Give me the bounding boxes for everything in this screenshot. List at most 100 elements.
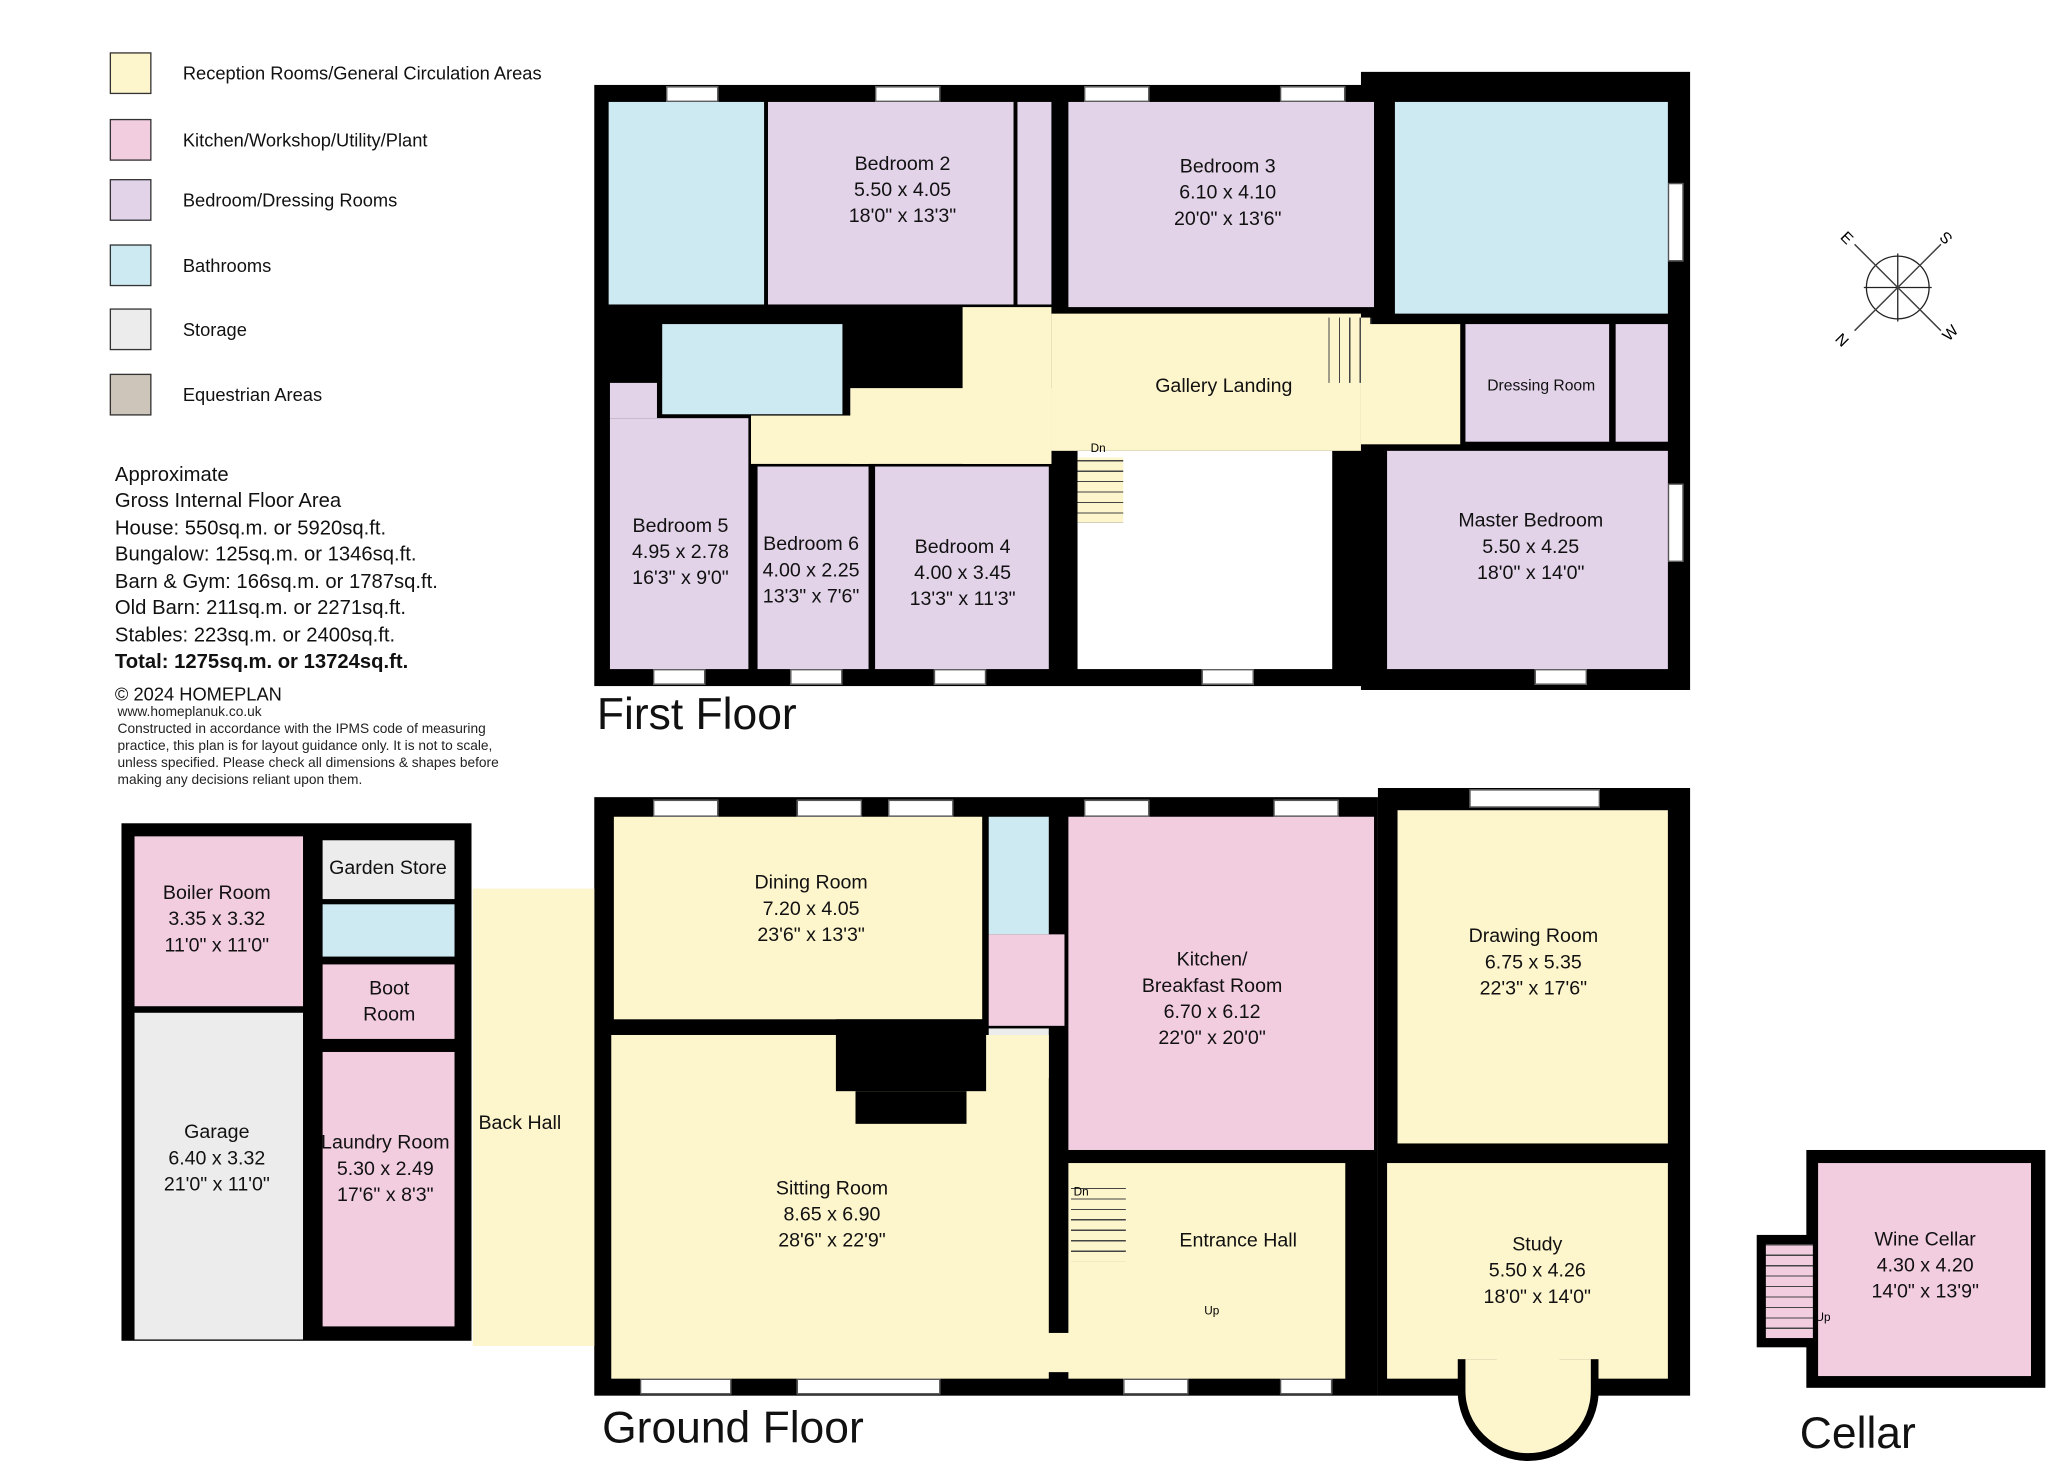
room-label-line: 4.00 x 3.45 xyxy=(914,561,1012,585)
area-heading: Approximate xyxy=(114,463,229,487)
wardrobe xyxy=(1017,101,1052,305)
room-label-line: Bedroom 2 xyxy=(854,152,951,176)
family-bathroom xyxy=(662,324,843,415)
area-heading: Gross Internal Floor Area xyxy=(114,490,342,513)
room-bedroom-2 xyxy=(767,101,1014,305)
compass-icon: E S W N xyxy=(1831,228,1963,351)
room-label-line: 6.40 x 3.32 xyxy=(168,1147,266,1170)
room-label-line: 5.50 x 4.26 xyxy=(1488,1259,1586,1282)
room-label-line: 13'3" x 11'3" xyxy=(909,588,1016,611)
area-barn-gym: Barn & Gym: 166sq.m. or 1787sq.ft. xyxy=(114,571,438,594)
room-label-line: 6.10 x 4.10 xyxy=(1179,181,1277,204)
room-label-line: Bedroom 6 xyxy=(763,533,859,556)
room-label-line: Boiler Room xyxy=(162,882,271,905)
room-label-line: 6.70 x 6.12 xyxy=(1163,1001,1261,1024)
master-bathroom xyxy=(1394,101,1668,314)
room-label-line: Drawing Room xyxy=(1468,925,1599,948)
copyright: © 2024 HOMEPLAN xyxy=(114,683,282,705)
area-house: House: 550sq.m. or 5920sq.ft. xyxy=(114,517,387,540)
staircase xyxy=(1071,1182,1126,1262)
window xyxy=(639,1378,732,1395)
room-garage xyxy=(134,1012,304,1340)
room-label-line: 7.20 x 4.05 xyxy=(762,897,860,920)
website-link[interactable]: www.homeplanuk.co.uk xyxy=(117,704,262,721)
room-bedroom-6 xyxy=(757,466,869,670)
window xyxy=(888,799,954,817)
wardrobe xyxy=(1615,324,1668,442)
room-label-line: Laundry Room xyxy=(321,1131,450,1154)
window xyxy=(1123,1378,1189,1395)
area-old-barn: Old Barn: 211sq.m. or 2271sq.ft. xyxy=(114,597,407,620)
compass-north: N xyxy=(1831,331,1851,351)
room-label-line: 8.65 x 6.90 xyxy=(783,1203,881,1226)
room-label-line: 5.30 x 2.49 xyxy=(336,1157,434,1181)
legend-swatch xyxy=(109,179,152,221)
room-label-line: 5.50 x 4.05 xyxy=(854,179,951,202)
window xyxy=(875,86,941,102)
room-label-line: 3.35 x 3.32 xyxy=(168,908,266,931)
room-label-line: 18'0" x 14'0" xyxy=(1483,1285,1592,1309)
room-master-bedroom xyxy=(1387,450,1668,670)
room-label-line: 21'0" x 11'0" xyxy=(163,1173,270,1196)
stair-down-label: Dn xyxy=(1090,441,1106,455)
ensuite-bathroom xyxy=(608,101,765,305)
rear-lobby xyxy=(988,934,1065,1026)
legend-swatch xyxy=(109,373,152,416)
window xyxy=(1534,669,1587,685)
legend-label: Equestrian Areas xyxy=(182,384,323,406)
room-label: Boot Room xyxy=(363,976,415,1028)
room-label-line: 18'0" x 14'0" xyxy=(1477,561,1585,585)
room-label-line: 22'3" x 17'6" xyxy=(1479,977,1588,1000)
legend-label: Reception Rooms/General Circulation Area… xyxy=(182,62,542,84)
window xyxy=(1084,86,1150,102)
window xyxy=(796,799,863,817)
room-label: Garden Store xyxy=(329,856,447,882)
room-kitchen-breakfast xyxy=(1068,816,1375,1150)
window xyxy=(1667,483,1684,562)
room-label-line: 4.00 x 2.25 xyxy=(762,559,860,582)
room-label-line: 14'0" x 13'9" xyxy=(1871,1280,1979,1303)
window xyxy=(1667,182,1684,262)
room-label: Gallery Landing xyxy=(1155,374,1292,400)
staircase xyxy=(1077,457,1124,523)
stair-up-label: Up xyxy=(1815,1310,1831,1324)
bedroom-alcove xyxy=(609,382,657,419)
window xyxy=(933,669,987,685)
floor-title-first: First Floor xyxy=(596,689,797,740)
compass-west: W xyxy=(1940,322,1963,345)
room-label-line: Master Bedroom xyxy=(1458,509,1604,532)
window xyxy=(1279,1378,1333,1395)
window xyxy=(666,86,719,102)
area-bungalow: Bungalow: 125sq.m. or 1346sq.ft. xyxy=(114,543,417,566)
room-dressing-room xyxy=(1465,324,1610,442)
legend-label: Bedroom/Dressing Rooms xyxy=(182,189,398,211)
room-label-line: 28'6" x 22'9" xyxy=(778,1229,886,1252)
landing-corridor xyxy=(962,307,1052,464)
room-bedroom-3 xyxy=(1068,101,1375,308)
wc xyxy=(322,904,455,957)
room-label-line: 13'3" x 7'6" xyxy=(762,585,860,608)
legend-swatch xyxy=(109,308,152,351)
room-bedroom-5 xyxy=(609,418,749,670)
area-stables: Stables: 223sq.m. or 2400sq.ft. xyxy=(114,624,396,647)
room-bedroom-4 xyxy=(875,466,1049,670)
room-label-line: Dressing Room xyxy=(1487,376,1596,395)
room-label-line: 20'0" x 13'6" xyxy=(1174,207,1282,230)
legend-label: Storage xyxy=(182,318,247,340)
room-label-line: 16'3" x 9'0" xyxy=(632,567,729,590)
room-label-line: 22'0" x 20'0" xyxy=(1158,1027,1266,1050)
room-wine-cellar xyxy=(1818,1163,2031,1377)
room-label-line: 17'6" x 8'3" xyxy=(337,1183,434,1207)
area-total: Total: 1275sq.m. or 13724sq.ft. xyxy=(114,650,409,674)
room-study xyxy=(1387,1163,1668,1379)
room-label-line: Wine Cellar xyxy=(1874,1228,1976,1251)
window xyxy=(653,669,706,685)
